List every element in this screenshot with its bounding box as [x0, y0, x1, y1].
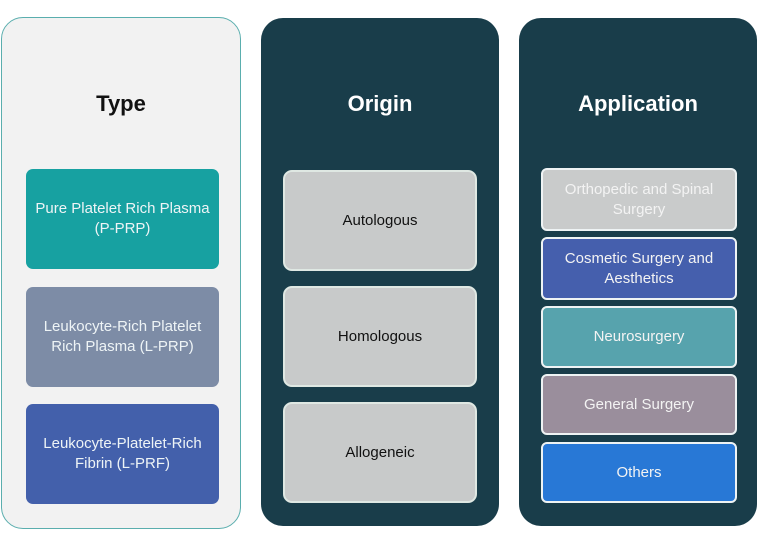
application-item-general-surgery: General Surgery	[541, 374, 737, 435]
origin-item-allogeneic: Allogeneic	[283, 402, 477, 503]
origin-item-homologous: Homologous	[283, 286, 477, 387]
type-item-p-prp: Pure Platelet Rich Plasma (P-PRP)	[26, 169, 219, 269]
type-item-l-prp: Leukocyte-Rich Platelet Rich Plasma (L-P…	[26, 287, 219, 387]
origin-panel: Origin Autologous Homologous Allogeneic	[261, 18, 499, 526]
type-item-l-prf: Leukocyte-Platelet-Rich Fibrin (L-PRF)	[26, 404, 219, 504]
application-item-cosmetic: Cosmetic Surgery and Aesthetics	[541, 237, 737, 300]
type-panel: Type Pure Platelet Rich Plasma (P-PRP) L…	[1, 17, 241, 529]
application-item-orthopedic: Orthopedic and Spinal Surgery	[541, 168, 737, 231]
origin-title: Origin	[347, 91, 413, 116]
application-panel: Application Orthopedic and Spinal Surger…	[519, 18, 757, 526]
type-title: Type	[96, 91, 146, 116]
application-item-neurosurgery: Neurosurgery	[541, 306, 737, 368]
application-title: Application	[578, 91, 698, 116]
origin-item-autologous: Autologous	[283, 170, 477, 271]
application-item-others: Others	[541, 442, 737, 503]
